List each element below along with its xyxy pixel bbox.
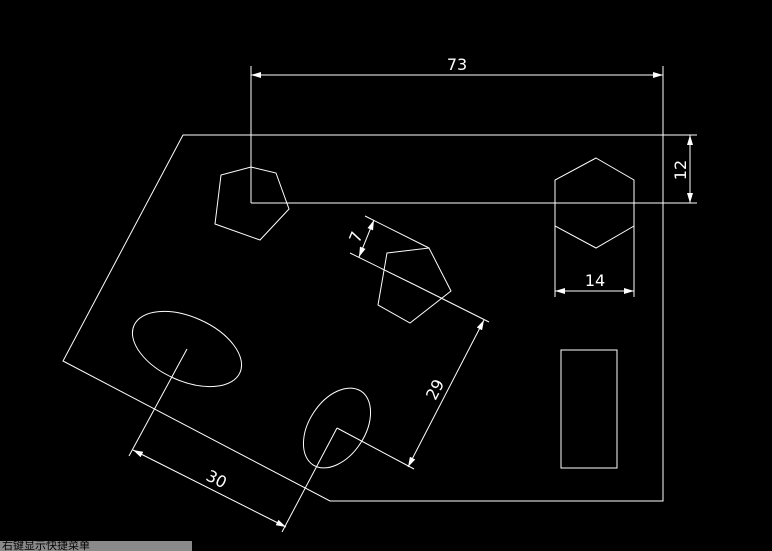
rectangle-slot[interactable] <box>560 349 618 469</box>
ellipse-left[interactable] <box>121 296 253 402</box>
dimension-12-text: 12 <box>671 160 690 180</box>
dimension-29-text: 29 <box>422 376 448 403</box>
dimension-30-text: 30 <box>203 466 230 492</box>
ellipse-bottom[interactable] <box>290 376 385 480</box>
dimension-7[interactable] <box>349 215 430 286</box>
dimension-29[interactable] <box>336 284 490 470</box>
plate-outline[interactable] <box>62 134 664 502</box>
pentagon-middle[interactable] <box>377 247 452 324</box>
dimension-14-text: 14 <box>585 271 605 290</box>
dimension-73[interactable] <box>250 66 664 203</box>
hexagon[interactable] <box>554 157 635 249</box>
status-bar: 右键显示快捷菜单 <box>0 541 192 551</box>
dimension-12[interactable] <box>251 134 697 204</box>
dimension-7-text: 7 <box>345 229 366 246</box>
dimension-73-text: 73 <box>447 55 467 74</box>
dimension-14[interactable] <box>554 226 635 297</box>
dimension-30[interactable] <box>128 348 338 533</box>
pentagon-left[interactable] <box>214 166 290 241</box>
